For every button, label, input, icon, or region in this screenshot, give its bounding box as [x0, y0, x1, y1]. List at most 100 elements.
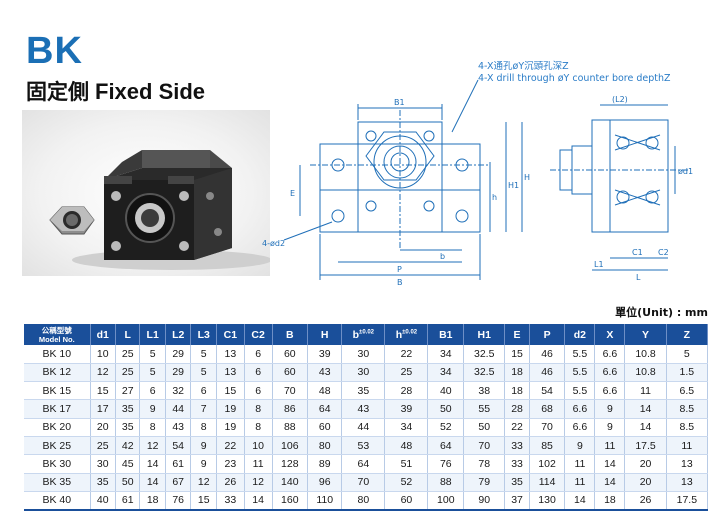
- dim-h: h: [492, 193, 497, 202]
- table-cell: 46: [529, 345, 566, 364]
- table-cell: 8: [190, 418, 217, 437]
- table-header-row: 公稱型號 Model No. d1 L L1 L2 L3 C1 C2 B H b…: [24, 324, 709, 345]
- table-cell: 78: [463, 454, 506, 474]
- table-cell: 28: [504, 399, 530, 419]
- table-cell: 25: [115, 345, 141, 364]
- unit-label: 單位(Unit) : mm: [615, 306, 708, 319]
- table-cell: 14: [139, 473, 166, 492]
- subtitle-en: Fixed Side: [95, 79, 206, 104]
- table-cell: 30: [341, 363, 386, 383]
- table-cell: 76: [427, 454, 465, 474]
- table-cell: 9: [139, 399, 166, 419]
- table-cell: 114: [529, 473, 566, 492]
- table-cell: 54: [529, 381, 566, 401]
- table-cell: 67: [165, 473, 192, 492]
- table-cell: 29: [165, 345, 192, 364]
- front-view: [283, 104, 523, 280]
- table-cell: 53: [341, 436, 386, 456]
- table-cell: 1.5: [666, 363, 709, 383]
- dim-L2: (L2): [612, 95, 628, 104]
- table-cell: 12: [139, 436, 166, 456]
- table-cell: 22: [216, 436, 245, 456]
- table-cell: 64: [341, 454, 386, 474]
- table-cell: 25: [115, 363, 141, 383]
- table-cell: 10.8: [624, 345, 667, 364]
- table-cell: 70: [272, 381, 309, 401]
- table-cell: 8: [244, 399, 273, 419]
- dim-C1: C1: [632, 248, 643, 257]
- col-B: B: [272, 324, 309, 345]
- table-cell: 17.5: [666, 491, 709, 511]
- model-cell: BK 17: [24, 399, 91, 419]
- table-cell: 6: [190, 381, 217, 401]
- table-cell: 52: [384, 473, 429, 492]
- table-cell: 43: [341, 399, 386, 419]
- table-cell: 48: [384, 436, 429, 456]
- col-model-en: Model No.: [38, 334, 75, 344]
- table-cell: 40: [427, 381, 465, 401]
- table-cell: 89: [307, 454, 343, 474]
- model-cell: BK 10: [24, 345, 91, 364]
- col-L2: L2: [165, 324, 192, 345]
- table-cell: 30: [90, 454, 117, 474]
- table-cell: 6.6: [564, 418, 596, 437]
- table-cell: 28: [384, 381, 429, 401]
- table-cell: 38: [463, 381, 506, 401]
- table-cell: 14: [139, 454, 166, 474]
- table-cell: 45: [115, 454, 141, 474]
- model-cell: BK 25: [24, 436, 91, 456]
- table-cell: 22: [504, 418, 530, 437]
- table-cell: 68: [529, 399, 566, 419]
- table-cell: 60: [272, 363, 309, 383]
- table-cell: 50: [463, 418, 506, 437]
- table-cell: 18: [504, 363, 530, 383]
- col-model: 公稱型號 Model No.: [24, 324, 91, 345]
- table-cell: 15: [190, 491, 217, 511]
- table-cell: 39: [384, 399, 429, 419]
- spec-table: 公稱型號 Model No. d1 L L1 L2 L3 C1 C2 B H b…: [24, 324, 709, 511]
- table-cell: 14: [594, 454, 626, 474]
- table-cell: 85: [529, 436, 566, 456]
- dim-H1: H1: [508, 181, 519, 190]
- product-photo: [22, 110, 272, 276]
- table-cell: 64: [427, 436, 465, 456]
- table-cell: 6.5: [666, 381, 709, 401]
- table-cell: 43: [165, 418, 192, 437]
- side-view: [550, 104, 690, 271]
- dim-d2: 4-ød2: [262, 239, 285, 248]
- table-cell: 8: [139, 418, 166, 437]
- dim-L: L: [636, 273, 641, 282]
- drill-note-en: 4-X drill through øY counter bore depthZ: [478, 73, 671, 84]
- table-cell: 22: [384, 345, 429, 364]
- table-cell: 14: [624, 399, 667, 419]
- model-cell: BK 15: [24, 381, 91, 401]
- table-cell: 5: [190, 363, 217, 383]
- table-cell: 29: [165, 363, 192, 383]
- table-cell: 128: [272, 454, 309, 474]
- table-cell: 5: [139, 363, 166, 383]
- table-cell: 88: [427, 473, 465, 492]
- table-cell: 18: [139, 491, 166, 511]
- table-cell: 11: [624, 381, 667, 401]
- table-cell: 42: [115, 436, 141, 456]
- table-cell: 48: [307, 381, 343, 401]
- table-cell: 34: [384, 418, 429, 437]
- table-cell: 160: [272, 491, 309, 511]
- model-cell: BK 12: [24, 363, 91, 383]
- table-cell: 11: [666, 436, 709, 456]
- table-cell: 11: [564, 473, 596, 492]
- table-cell: 46: [529, 363, 566, 383]
- table-cell: 54: [165, 436, 192, 456]
- dim-H: H: [524, 173, 530, 182]
- table-cell: 10: [90, 345, 117, 364]
- table-cell: 9: [190, 436, 217, 456]
- table-cell: 14: [594, 473, 626, 492]
- table-cell: 32.5: [463, 345, 506, 364]
- table-cell: 6: [244, 345, 273, 364]
